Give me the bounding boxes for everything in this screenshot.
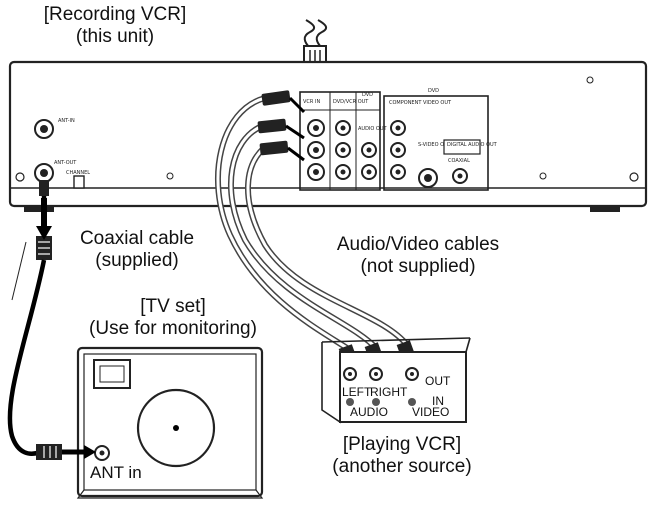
- component-video-jacks: [390, 120, 406, 180]
- playing-vcr-label: [Playing VCR] (another source): [312, 434, 492, 478]
- digital-audio-label: DIGITAL AUDIO OUT: [447, 142, 498, 148]
- playing-vcr: OUT IN LEFT RIGHT AUDIO VIDEO: [321, 337, 471, 424]
- av-plug-middle: [257, 118, 305, 140]
- dvd-audio-out-jacks: [361, 142, 377, 180]
- playing-vcr-title: [Playing VCR]: [342, 434, 462, 455]
- av-plug-top: [261, 90, 306, 114]
- recording-vcr-label: [Recording VCR] (this unit): [20, 4, 210, 48]
- av-cables-subtitle: (not supplied): [360, 256, 476, 277]
- playing-vcr-subtitle: (another source): [332, 456, 472, 477]
- tv-set-subtitle: (Use for monitoring): [89, 318, 257, 339]
- vcr-in-jacks: [307, 119, 325, 181]
- recording-vcr-subtitle: (this unit): [75, 26, 155, 47]
- player-right-in-jack: [372, 398, 380, 406]
- ant-out-label: ANT-OUT: [54, 160, 77, 166]
- channel-label: CHANNEL: [66, 170, 90, 176]
- player-out-label: OUT: [425, 374, 451, 388]
- player-video-in-jack: [408, 398, 416, 406]
- component-video-label: COMPONENT VIDEO OUT: [389, 100, 452, 106]
- recording-vcr-rear-panel: ANT-IN ANT-OUT CHANNEL VCR IN DVD/VCR OU…: [8, 60, 648, 212]
- dvd-only-label: DVD: [428, 88, 439, 94]
- av-plug-bottom: [259, 140, 305, 162]
- tv-set: ANT in: [76, 346, 264, 499]
- dvd-label: DVD: [362, 92, 373, 98]
- coaxial-jack-label: COAXIAL: [448, 158, 470, 164]
- coaxial-cable-label: Coaxial cable (supplied): [62, 228, 212, 272]
- tv-ant-in-label: ANT in: [90, 463, 142, 482]
- player-video-label: VIDEO: [412, 405, 449, 419]
- player-right-label: RIGHT: [370, 385, 408, 399]
- player-in-label: IN: [432, 394, 444, 408]
- av-cables-label: Audio/Video cables (not supplied): [318, 234, 518, 278]
- player-audio-label: AUDIO: [350, 405, 388, 419]
- player-left-label: LEFT: [342, 385, 372, 399]
- recording-vcr-title: [Recording VCR]: [43, 4, 187, 25]
- channel-switch: [73, 175, 85, 189]
- tv-set-title: [TV set]: [140, 296, 206, 317]
- coaxial-cable-subtitle: (supplied): [95, 250, 179, 271]
- arrow-right-icon: [62, 445, 96, 459]
- coaxial-label-leader: [11, 241, 27, 301]
- av-cables-title: Audio/Video cables: [336, 234, 500, 255]
- dvd-vcr-out-label: DVD/VCR OUT: [333, 99, 369, 105]
- vcr-in-label: VCR IN: [303, 99, 320, 105]
- coaxial-cable-title: Coaxial cable: [79, 228, 195, 249]
- coaxial-cable: [7, 180, 62, 460]
- tv-set-label: [TV set] (Use for monitoring): [68, 296, 278, 340]
- player-left-in-jack: [346, 398, 354, 406]
- arrow-down-icon: [36, 198, 52, 240]
- dvd-vcr-out-jacks: [335, 120, 351, 180]
- audio-out-label: AUDIO OUT: [358, 126, 388, 132]
- s-video-label: S-VIDEO OUT: [418, 142, 452, 148]
- ant-in-label: ANT-IN: [58, 118, 75, 124]
